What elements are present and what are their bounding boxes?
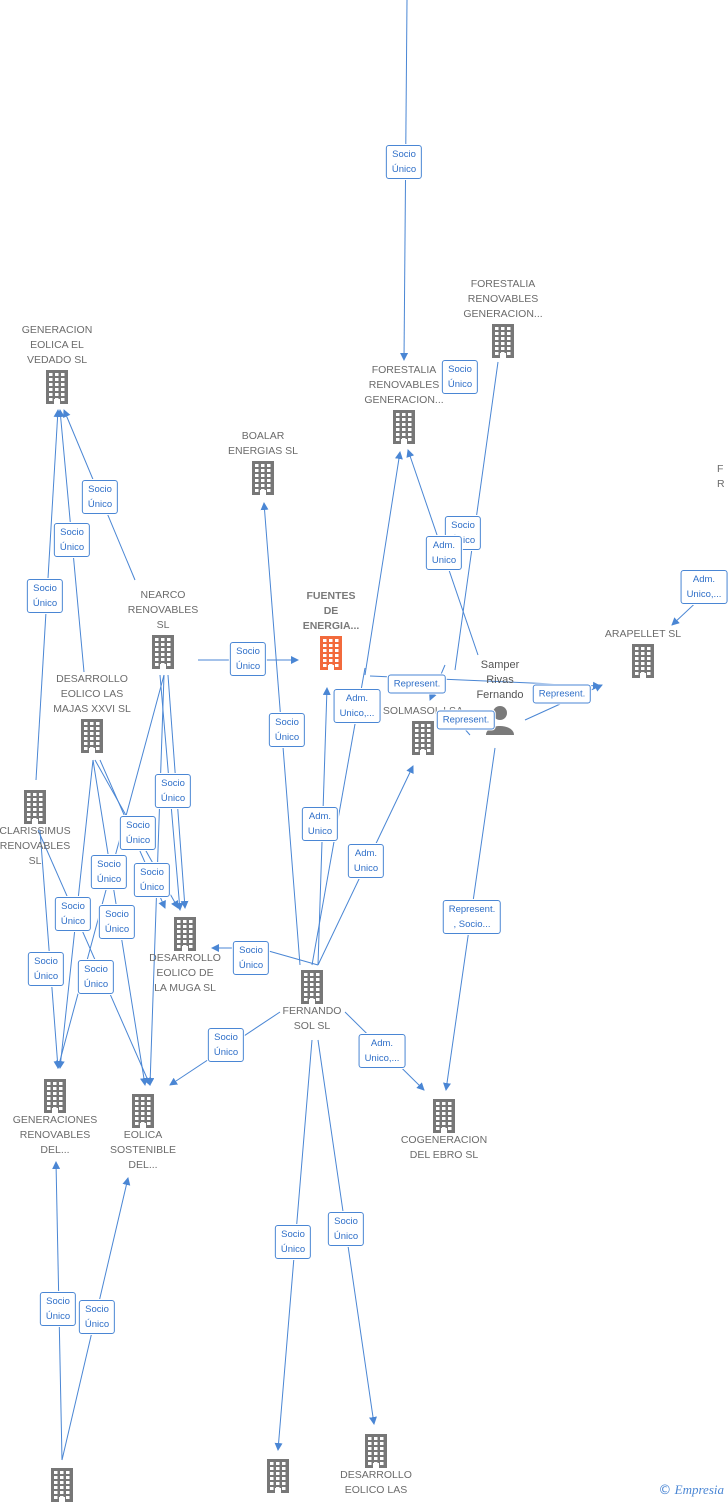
edge-label: Socio Único: [327, 1212, 365, 1246]
relationship-edge: [37, 829, 151, 1086]
edge-label: Socio Único: [385, 145, 423, 179]
node-fuentes-de-energia[interactable]: FUENTES DE ENERGIA...: [266, 589, 396, 670]
building-icon: [0, 368, 122, 404]
node-desarrollo-majas[interactable]: DESARROLLO EOLICO LAS MAJAS XXVI SL: [27, 672, 157, 753]
node-desarrollo-eolico-las[interactable]: DESARROLLO EOLICO LAS: [311, 1432, 441, 1498]
building-icon: [198, 459, 328, 495]
node-generaciones-renovables[interactable]: GENERACIONES RENOVABLES DEL...: [0, 1077, 120, 1158]
edge-label: Represent.: [436, 710, 496, 730]
edge-label: Adm. Unico,...: [358, 1034, 406, 1068]
node-forestalia-top[interactable]: FORESTALIA RENOVABLES GENERACION...: [438, 277, 568, 358]
edge-label: Adm. Unico: [301, 807, 339, 841]
node-label: EOLICA SOSTENIBLE DEL...: [110, 1129, 176, 1171]
edge-label: Socio Único: [441, 360, 479, 394]
edge-label: Represent.: [532, 684, 592, 704]
node-forestalia-mid[interactable]: FORESTALIA RENOVABLES GENERACION...: [339, 363, 469, 444]
relationship-edge: [39, 829, 62, 1069]
node-label: Samper Rivas Fernando: [476, 659, 524, 701]
node-label: ARAPELLET SL: [604, 628, 682, 640]
node-label: DESARROLLO EOLICO DE LA MUGA SL: [149, 952, 221, 994]
node-solmasol[interactable]: SOLMASOL LSA: [358, 704, 488, 755]
edge-label: Adm. Unico,...: [680, 570, 728, 604]
edge-label: Represent.: [387, 674, 447, 694]
node-fernando-sol[interactable]: FERNANDO SOL SL: [247, 968, 377, 1034]
brand-name: Empresia: [674, 1482, 724, 1497]
node-label: GENERACIONES RENOVABLES DEL...: [12, 1114, 98, 1156]
node-bottom-left[interactable]: [0, 1466, 127, 1502]
node-label: COGENERACION DEL EBRO SL: [400, 1134, 488, 1161]
edge-label: Socio Único: [54, 897, 92, 931]
edge-label: Socio Único: [77, 960, 115, 994]
node-edge-right-partial[interactable]: F R: [705, 462, 728, 492]
building-icon: [0, 1077, 120, 1113]
node-boalar[interactable]: BOALAR ENERGIAS SL: [198, 429, 328, 495]
edge-label: Socio Único: [39, 1292, 77, 1326]
edge-label: Socio Único: [119, 816, 157, 850]
node-bottom-mid[interactable]: [213, 1457, 343, 1493]
building-icon: [379, 1097, 509, 1133]
building-icon: [0, 788, 100, 824]
node-label: NEARCO RENOVABLES SL: [127, 589, 199, 631]
building-icon: [78, 1092, 208, 1128]
node-desarrollo-muga[interactable]: DESARROLLO EOLICO DE LA MUGA SL: [120, 915, 250, 996]
building-icon: [247, 968, 377, 1004]
edge-label: Adm. Unico,...: [333, 689, 381, 723]
edge-label: Socio Único: [154, 774, 192, 808]
building-icon: [358, 719, 488, 755]
node-arapellet[interactable]: ARAPELLET SL: [578, 627, 708, 678]
node-generacion-vedado[interactable]: GENERACION EOLICA EL VEDADO SL: [0, 323, 122, 404]
edge-label: Adm. Unico: [425, 536, 463, 570]
node-label: DESARROLLO EOLICO LAS MAJAS XXVI SL: [53, 673, 131, 715]
edge-label: Socio Único: [98, 905, 136, 939]
building-icon: [266, 634, 396, 670]
edge-label: Socio Único: [27, 952, 65, 986]
edge-label: Adm. Unico: [347, 844, 385, 878]
node-label: CLARISSIMUS RENOVABLES SL: [0, 825, 71, 867]
building-icon: [339, 408, 469, 444]
building-icon: [27, 717, 157, 753]
node-label: FERNANDO SOL SL: [282, 1005, 342, 1032]
edge-label: Socio Único: [229, 642, 267, 676]
edge-label: Socio Único: [81, 480, 119, 514]
edge-label: Socio Único: [133, 863, 171, 897]
node-nearco[interactable]: NEARCO RENOVABLES SL: [98, 588, 228, 669]
building-icon: [120, 915, 250, 951]
node-clarissimus[interactable]: CLARISSIMUS RENOVABLES SL: [0, 788, 100, 869]
edge-label: Socio Único: [78, 1300, 116, 1334]
relationship-edge: [400, 0, 409, 361]
node-label: FUENTES DE ENERGIA...: [302, 590, 360, 632]
node-label: BOALAR ENERGIAS SL: [227, 430, 299, 457]
building-icon: [98, 633, 228, 669]
node-label: DESARROLLO EOLICO LAS: [340, 1469, 412, 1496]
building-icon: [311, 1432, 441, 1468]
building-icon: [0, 1466, 127, 1502]
edge-label: Represent. , Socio...: [442, 900, 502, 934]
building-icon: [213, 1457, 343, 1493]
edge-label: Socio Único: [207, 1028, 245, 1062]
node-eolica-sostenible[interactable]: EOLICA SOSTENIBLE DEL...: [78, 1092, 208, 1173]
edge-label: Socio Único: [444, 516, 482, 550]
relationship-edge: [364, 451, 403, 676]
edge-label: Socio Único: [53, 523, 91, 557]
edge-label: Socio Único: [268, 713, 306, 747]
empresia-logo: © Empresia: [658, 1482, 724, 1498]
edge-label: Socio Único: [26, 579, 64, 613]
edge-label: Socio Único: [274, 1225, 312, 1259]
node-label: GENERACION EOLICA EL VEDADO SL: [21, 324, 93, 366]
building-icon: [578, 642, 708, 678]
node-label: FORESTALIA RENOVABLES GENERACION...: [364, 364, 444, 406]
node-label: F R: [717, 463, 725, 490]
edge-label: Socio Único: [232, 941, 270, 975]
node-label: FORESTALIA RENOVABLES GENERACION...: [463, 278, 543, 320]
node-cogeneracion-ebro[interactable]: COGENERACION DEL EBRO SL: [379, 1097, 509, 1163]
building-icon: [438, 322, 568, 358]
edge-label: Socio Único: [90, 855, 128, 889]
